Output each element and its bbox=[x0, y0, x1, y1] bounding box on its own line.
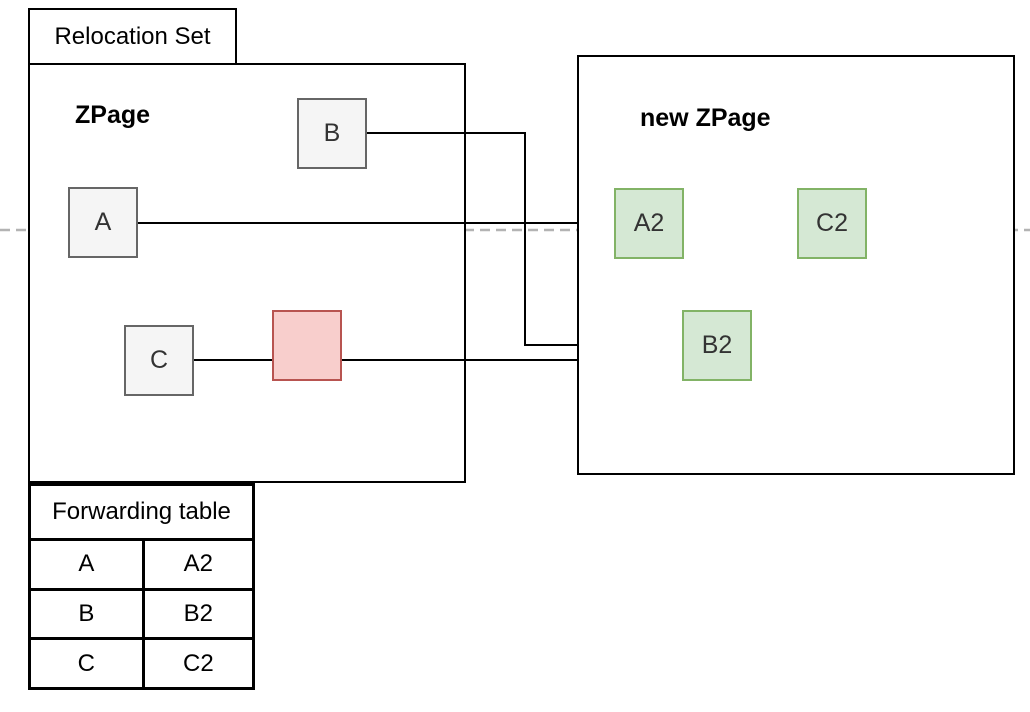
table-row: C C2 bbox=[28, 637, 256, 690]
table-row: A A2 bbox=[28, 538, 256, 591]
node-a2: A2 bbox=[614, 188, 684, 259]
forwarding-table-title: Forwarding table bbox=[28, 483, 255, 538]
node-b: B bbox=[297, 98, 367, 169]
node-red-unlabeled bbox=[272, 310, 342, 381]
table-row: B B2 bbox=[28, 587, 256, 641]
relocation-set-label: Relocation Set bbox=[28, 8, 237, 63]
node-b2: B2 bbox=[682, 310, 752, 381]
forwarding-to-cell: A2 bbox=[141, 538, 256, 591]
new-zpage-container bbox=[577, 55, 1015, 475]
forwarding-from-cell: C bbox=[28, 637, 145, 690]
node-c: C bbox=[124, 325, 194, 396]
forwarding-to-cell: C2 bbox=[141, 637, 256, 690]
forwarding-from-cell: A bbox=[28, 538, 145, 591]
forwarding-table: A A2 B B2 C C2 bbox=[28, 538, 256, 690]
new-zpage-title: new ZPage bbox=[640, 104, 771, 132]
forwarding-to-cell: B2 bbox=[141, 587, 256, 641]
node-c2: C2 bbox=[797, 188, 867, 259]
node-a: A bbox=[68, 187, 138, 258]
forwarding-from-cell: B bbox=[28, 587, 145, 641]
zpage-title: ZPage bbox=[75, 101, 151, 129]
